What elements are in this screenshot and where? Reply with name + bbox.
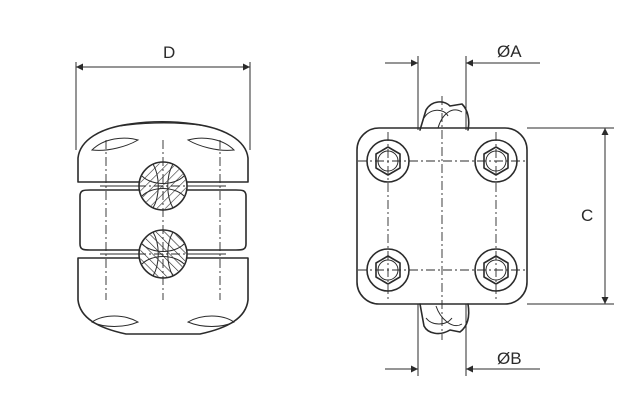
middle-plate — [79, 189, 247, 251]
front-view — [356, 56, 614, 376]
dimension-label-d: D — [163, 43, 176, 62]
dimension-c — [527, 127, 614, 305]
dimension-label-c: C — [581, 206, 594, 225]
dimension-label-a: ØA — [497, 42, 522, 61]
dimension-label-b: ØB — [497, 349, 522, 368]
bottom-jaw — [77, 257, 249, 335]
cable-top — [419, 101, 470, 131]
dimension-a — [385, 56, 540, 130]
dimension-b — [385, 304, 540, 376]
cable-bottom — [419, 303, 470, 335]
dimension-d — [75, 62, 251, 150]
side-view — [75, 62, 251, 335]
top-jaw — [77, 120, 249, 183]
